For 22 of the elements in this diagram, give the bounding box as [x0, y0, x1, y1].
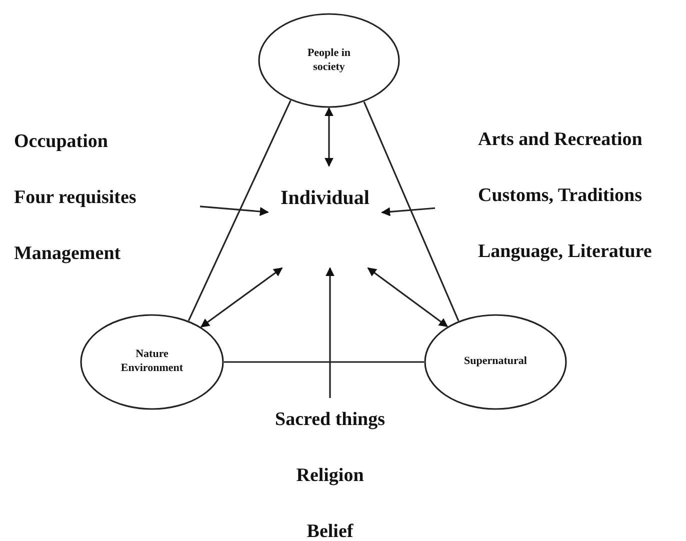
node-label: Occupation — [14, 130, 108, 154]
arrow — [324, 107, 334, 167]
node-label: Customs, Traditions — [478, 184, 642, 208]
node-label: Sacred things — [275, 408, 385, 432]
node-label: Management — [14, 242, 121, 266]
node-label: Language, Literature — [478, 240, 652, 264]
arrow — [200, 267, 283, 328]
node-label: Individual — [280, 186, 370, 210]
arrow — [381, 207, 436, 216]
node-label: Nature Environment — [120, 348, 184, 376]
node-label: Supernatural — [463, 355, 528, 369]
node-label: Four requisites — [14, 186, 136, 210]
node-label: Arts and Recreation — [478, 128, 642, 152]
connector-line — [188, 100, 292, 321]
node-label: Religion — [296, 464, 364, 488]
node-label: People in society — [306, 46, 352, 74]
arrow — [200, 206, 269, 216]
arrow — [326, 267, 334, 398]
connector-line — [363, 101, 460, 322]
node-label: Belief — [306, 520, 354, 541]
connector-line — [224, 361, 424, 363]
arrow — [367, 267, 448, 328]
